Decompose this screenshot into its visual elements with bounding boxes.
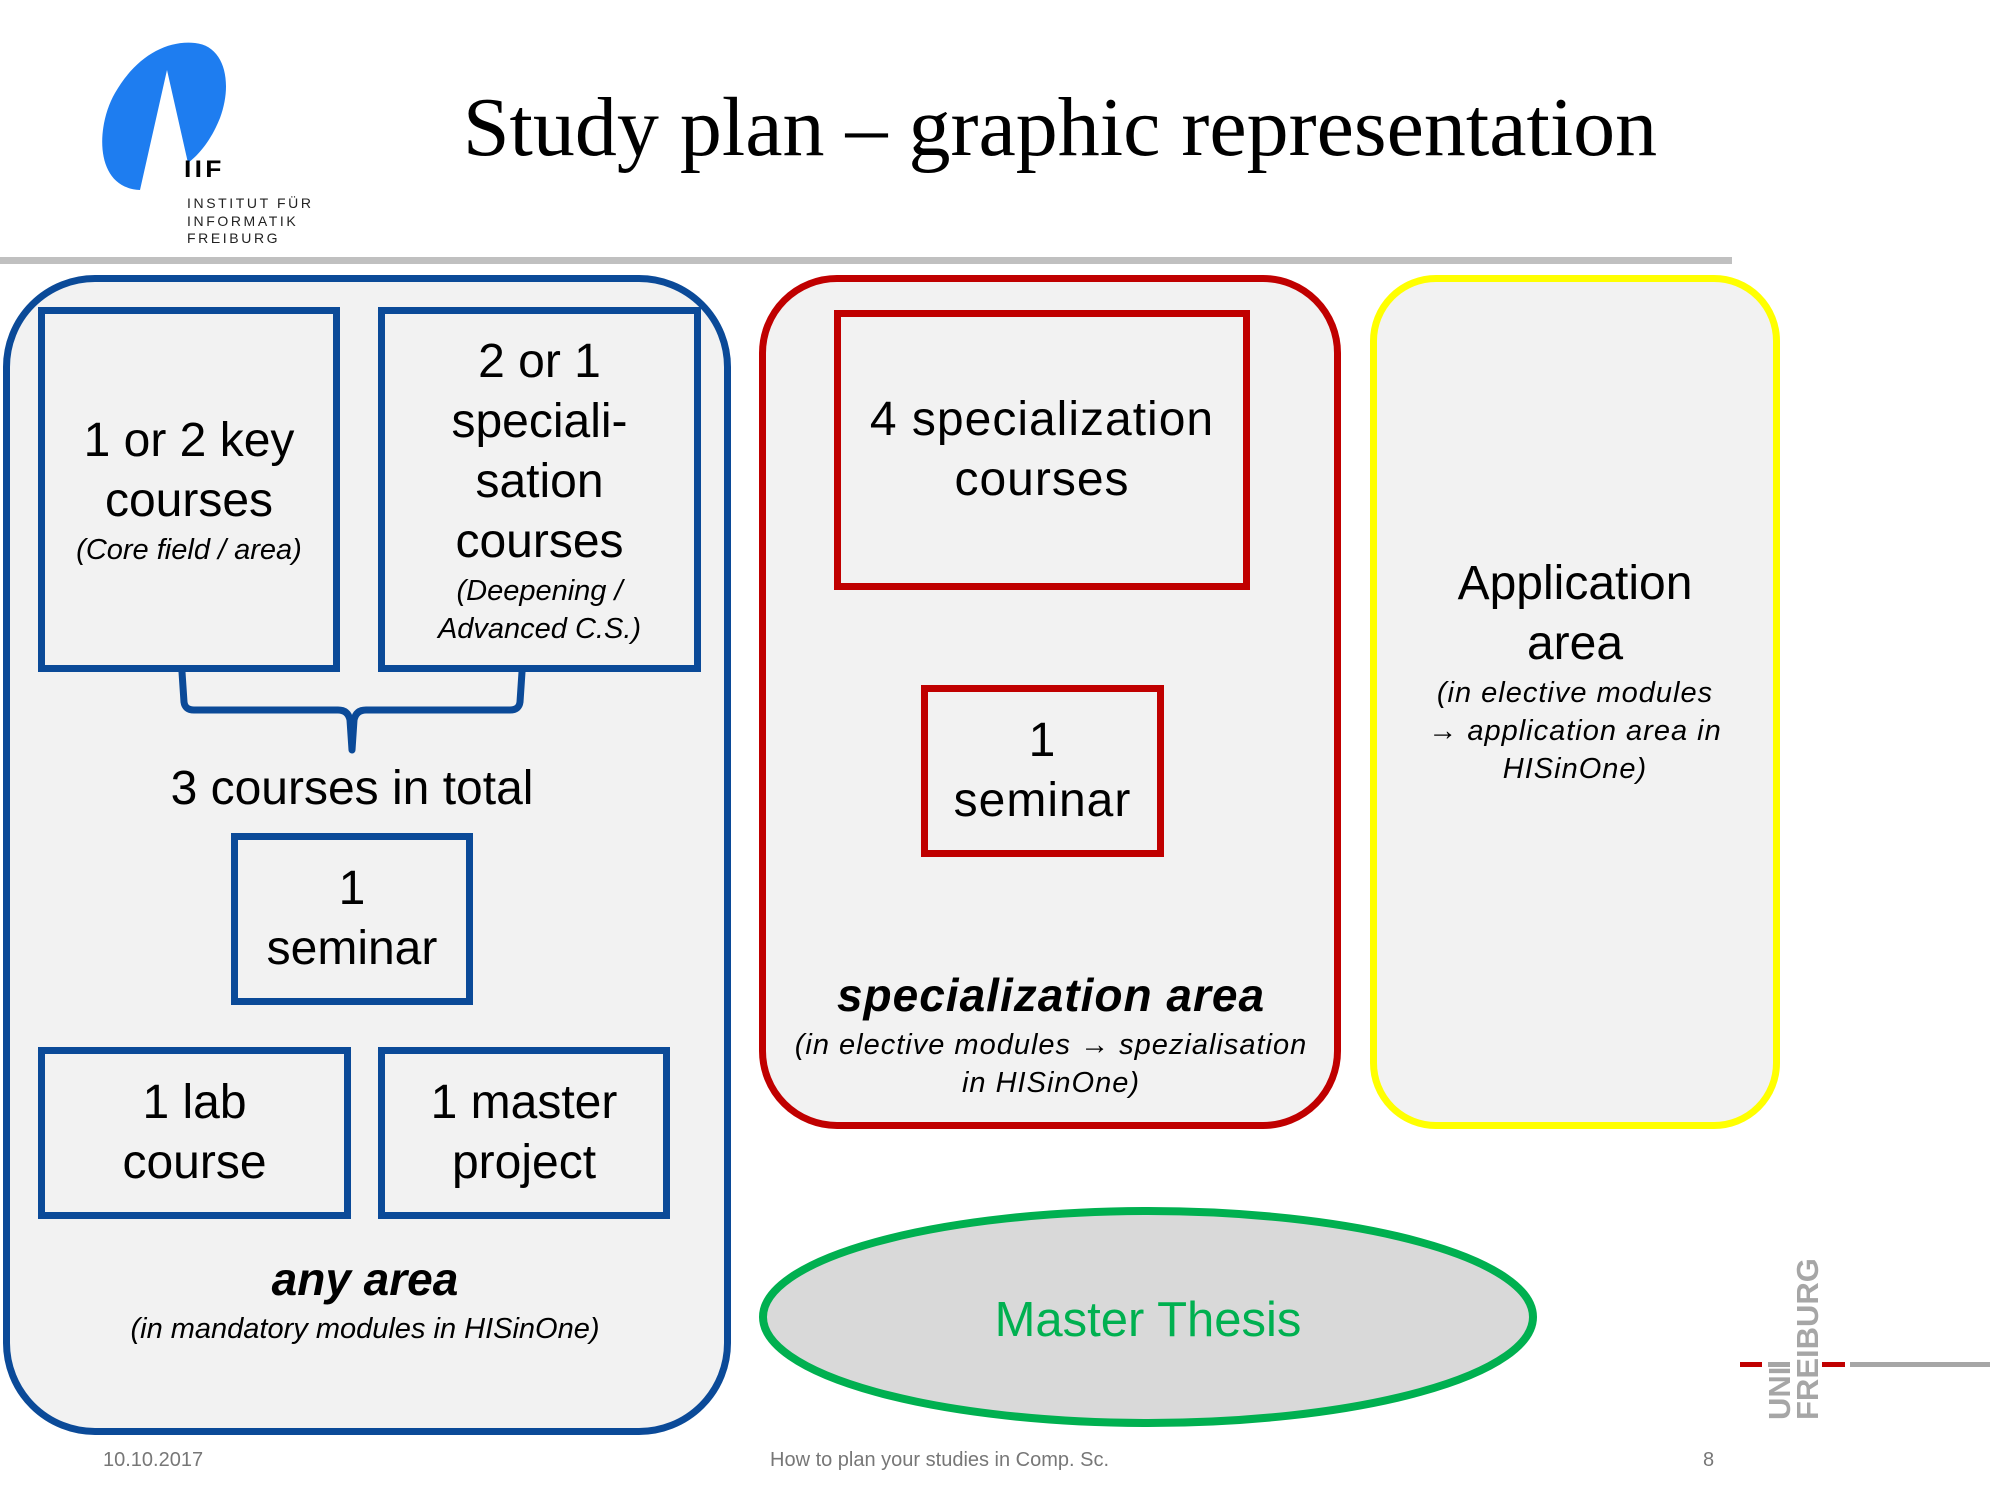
grouping-brace-icon bbox=[178, 668, 526, 754]
specialization-seminar-box: 1 seminar bbox=[921, 685, 1164, 857]
master-project-box: 1 master project bbox=[378, 1047, 670, 1219]
master-thesis-label: Master Thesis bbox=[994, 1293, 1302, 1347]
specialisation-courses-line: speciali- bbox=[451, 394, 628, 448]
header-divider bbox=[0, 257, 1732, 264]
seminar-line: seminar bbox=[266, 922, 438, 975]
specialisation-courses-line: 2 or 1 bbox=[478, 334, 601, 388]
specialization-area-title: specialization area bbox=[836, 969, 1266, 1021]
iif-logo-icon bbox=[102, 42, 227, 191]
specialization-courses-line: 4 specialization bbox=[869, 393, 1215, 446]
master-project-line: 1 master bbox=[430, 1076, 618, 1129]
specialization-area-subtitle: (in elective modules → spezialisation bbox=[794, 1029, 1308, 1061]
any-area-seminar-box: 1 seminar bbox=[231, 833, 473, 1005]
application-area-text: Application area (in elective modules → … bbox=[1370, 554, 1780, 788]
any-area-subtitle: (in mandatory modules in HISinOne) bbox=[130, 1313, 600, 1345]
logo-abbreviation: IIF bbox=[184, 156, 225, 183]
uni-logo-red-bar bbox=[1740, 1362, 1762, 1367]
any-area-title: any area bbox=[271, 1253, 459, 1305]
lab-course-line: 1 lab bbox=[142, 1076, 247, 1129]
seminar-line: 1 bbox=[1028, 714, 1057, 767]
key-courses-line: courses bbox=[104, 473, 274, 527]
uni-logo-red-bar bbox=[1822, 1362, 1845, 1367]
key-courses-note: (Core field / area) bbox=[76, 533, 302, 566]
application-area-title: area bbox=[1526, 617, 1624, 670]
logo-text-line: INFORMATIK bbox=[187, 213, 299, 229]
specialization-courses-box: 4 specialization courses bbox=[834, 310, 1250, 590]
application-area-title: Application bbox=[1457, 557, 1693, 610]
footer-title: How to plan your studies in Comp. Sc. bbox=[770, 1449, 1110, 1471]
specialization-courses-line: courses bbox=[954, 453, 1130, 506]
lab-course-line: course bbox=[122, 1136, 267, 1189]
specialisation-courses-box: 2 or 1 speciali- sation courses (Deepeni… bbox=[378, 307, 701, 672]
seminar-line: 1 bbox=[338, 862, 366, 915]
key-courses-line: 1 or 2 key bbox=[83, 413, 295, 467]
seminar-line: seminar bbox=[953, 774, 1132, 827]
page-number: 8 bbox=[1703, 1449, 1715, 1471]
iif-logo bbox=[95, 38, 235, 203]
logo-text-line: FREIBURG bbox=[187, 230, 281, 246]
key-courses-box: 1 or 2 key courses (Core field / area) bbox=[38, 307, 340, 672]
footer-date: 10.10.2017 bbox=[103, 1449, 204, 1471]
application-area-note: HISinOne) bbox=[1502, 753, 1648, 785]
logo-text-line: INSTITUT FÜR bbox=[187, 195, 314, 211]
specialisation-courses-note: Advanced C.S.) bbox=[437, 612, 642, 645]
page-title: Study plan – graphic representation bbox=[462, 81, 1658, 174]
specialisation-courses-note: (Deepening / bbox=[456, 574, 623, 607]
application-area-note: (in elective modules bbox=[1436, 677, 1714, 709]
master-thesis-ellipse bbox=[759, 1207, 1537, 1427]
specialization-area-subtitle: in HISinOne) bbox=[961, 1067, 1140, 1099]
master-project-line: project bbox=[451, 1136, 597, 1189]
lab-course-box: 1 lab course bbox=[38, 1047, 351, 1219]
uni-logo-gray-line bbox=[1850, 1362, 1990, 1367]
application-area-container bbox=[1370, 275, 1780, 1129]
courses-total-label: 3 courses in total bbox=[170, 762, 534, 815]
application-area-note: → application area in bbox=[1428, 715, 1722, 747]
specialisation-courses-line: sation bbox=[475, 454, 604, 508]
uni-logo-gray-bar bbox=[1768, 1362, 1790, 1367]
specialisation-courses-line: courses bbox=[455, 514, 624, 568]
uni-logo-freiburg: FREIBURG bbox=[1790, 1258, 1825, 1420]
